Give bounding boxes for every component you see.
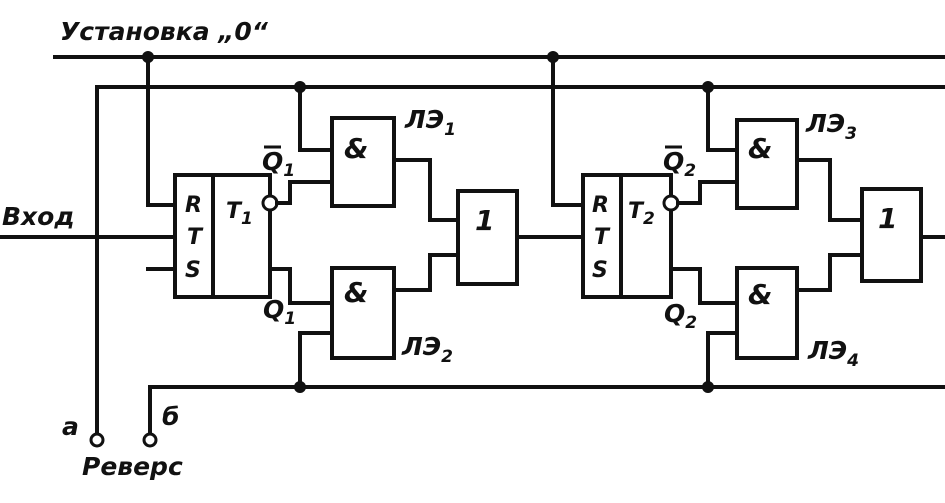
title-label: Установка „0“ [60, 17, 269, 46]
terminal-a-icon[interactable] [89, 432, 105, 448]
junction-dot [142, 51, 154, 63]
junction-dot [702, 381, 714, 393]
and-gate-le4: & [735, 266, 799, 360]
t1-r-label: R [185, 193, 202, 218]
t1-s-label: S [185, 258, 201, 283]
svg-text:1: 1 [475, 204, 494, 237]
le1-label: ЛЭ1 [404, 105, 456, 140]
svg-text:1: 1 [878, 202, 897, 235]
input-label: Вход [2, 202, 75, 231]
t2-t-label: T [594, 225, 611, 250]
trigger-t2: R T S T2 [581, 173, 673, 299]
t1-t-label: T [187, 225, 204, 250]
le4-label: ЛЭ4 [807, 336, 859, 371]
inverse-output-bubble-icon [261, 194, 279, 212]
terminal-b-label: б [162, 402, 179, 431]
t2-r-label: R [592, 193, 609, 218]
t1-name-label: T1 [226, 199, 253, 229]
le2-label: ЛЭ2 [401, 332, 453, 367]
terminal-a-label: a [62, 412, 79, 441]
or-gate-1: 1 [456, 189, 519, 286]
and-gate-le1: & [330, 116, 396, 208]
t2-name-label: T2 [628, 199, 655, 229]
inverse-output-bubble-icon [662, 194, 680, 212]
q1-inverse-label: Q1 [262, 147, 295, 181]
q2-label: Q2 [664, 299, 697, 333]
svg-text:&: & [344, 276, 368, 309]
svg-text:&: & [748, 132, 772, 165]
t2-s-label: S [592, 258, 608, 283]
q1-label: Q1 [263, 295, 296, 329]
junction-dot [547, 51, 559, 63]
q2-inverse-label: Q2 [663, 147, 696, 181]
or-gate-2: 1 [860, 187, 923, 283]
and-gate-le2: & [330, 266, 396, 360]
junction-dot [702, 81, 714, 93]
and-gate-le3: & [735, 118, 799, 210]
terminal-b-icon[interactable] [142, 432, 158, 448]
svg-text:&: & [748, 278, 772, 311]
trigger-t1: R T S T1 [173, 173, 272, 299]
junction-dot [294, 381, 306, 393]
svg-text:&: & [344, 132, 368, 165]
reverse-label: Реверс [82, 452, 183, 481]
junction-dot [294, 81, 306, 93]
le3-label: ЛЭ3 [805, 109, 857, 144]
